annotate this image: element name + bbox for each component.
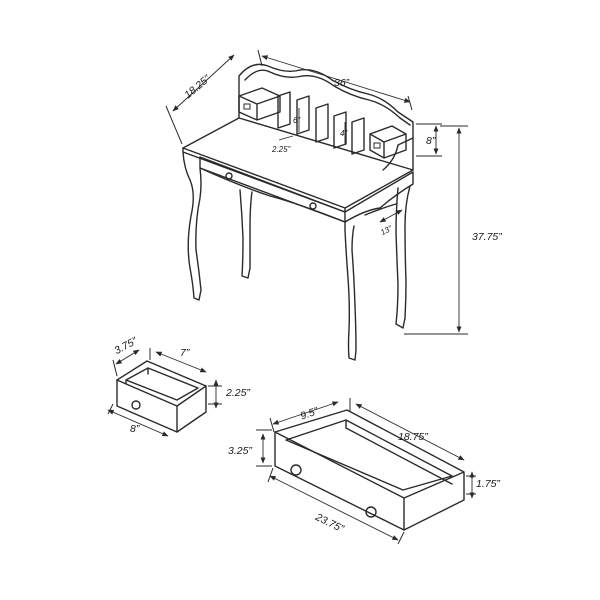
desk-height-label: 37.75” <box>472 231 502 243</box>
small-drawer-box <box>116 379 207 433</box>
dim-line-large-front <box>269 475 399 541</box>
desk-dimensions: 36” 18.25” 37.75” 8” 13” 6” 2.25” 4” <box>165 49 502 335</box>
small-drawer-front <box>116 360 207 433</box>
ext-large-front-left <box>267 467 274 483</box>
knee-clearance-label: 13” <box>379 224 394 238</box>
hutch-height-label: 8” <box>426 135 436 147</box>
large-drawer-front <box>274 431 405 531</box>
hutch-left-cubby-drawer <box>243 103 251 110</box>
small-drawer-height-label: 2.25” <box>225 387 250 399</box>
dim-line-large-width <box>355 403 465 461</box>
dim-line-depth <box>172 54 235 112</box>
hutch-right-cubby-drawer <box>373 142 381 149</box>
dim-line-knee <box>379 209 403 223</box>
hutch-divider-3 <box>315 103 329 143</box>
desk-leg-front-left <box>182 151 202 301</box>
hutch-divider-5 <box>351 117 365 155</box>
desk-leg-front-right <box>344 221 357 361</box>
large-drawer-knob-left <box>290 464 302 476</box>
cubby-width-label: 2.25” <box>271 145 291 154</box>
slot-width-label: 4” <box>340 129 347 138</box>
hutch-right-side <box>382 137 414 171</box>
large-drawer-box <box>274 409 465 531</box>
desk-drawer-knob-right <box>309 202 317 210</box>
desk-illustration <box>182 63 414 361</box>
dim-line-small-front <box>107 409 169 437</box>
ext-small-depth <box>112 359 118 377</box>
small-drawer-front-label: 8” <box>130 423 140 435</box>
hutch-right-cubby <box>369 125 407 159</box>
dim-line-large-depth <box>272 401 339 425</box>
ext-line-depth <box>165 105 183 145</box>
desk-side-apron <box>344 171 414 223</box>
large-drawer-illustration <box>274 409 465 531</box>
desk-drawer-knob-left <box>225 172 233 180</box>
ext-large-front-right <box>397 531 405 545</box>
ext-small-front <box>107 403 114 415</box>
small-drawer-inner <box>125 367 199 401</box>
dim-line-small-depth <box>115 349 140 365</box>
desk-width-label: 36” <box>334 77 350 89</box>
ext-line-width-left <box>257 49 263 67</box>
dim-line-cubby-width <box>278 135 294 141</box>
small-drawer-depth-label: 3.75” <box>112 335 139 357</box>
desk-leg-back-left <box>239 189 253 279</box>
large-drawer-width-label: 18.75” <box>398 431 428 443</box>
large-drawer-inner <box>285 419 453 491</box>
large-drawer-side-height-label: 1.75” <box>476 478 500 490</box>
ext-large-depth <box>269 417 275 433</box>
dim-line-small-width <box>155 351 207 373</box>
cubby-height-label: 6” <box>293 116 300 125</box>
ext-line-width-right <box>407 95 413 111</box>
small-drawer-width-label: 7” <box>180 347 190 359</box>
dim-line-width <box>261 55 411 103</box>
large-drawer-front-height-label: 3.25” <box>228 445 252 457</box>
small-drawer-knob <box>131 400 141 410</box>
desk-leg-back-right <box>395 185 411 329</box>
desk-apron-curve <box>199 167 346 223</box>
large-drawer-depth-label: 9.5” <box>299 405 321 423</box>
small-drawer-illustration <box>116 360 207 433</box>
desk-depth-label: 18.25” <box>182 73 213 102</box>
hutch-divider-4 <box>333 111 347 149</box>
large-drawer-front-width-label: 23.75” <box>313 511 346 535</box>
desk-side-stretcher <box>364 203 397 216</box>
